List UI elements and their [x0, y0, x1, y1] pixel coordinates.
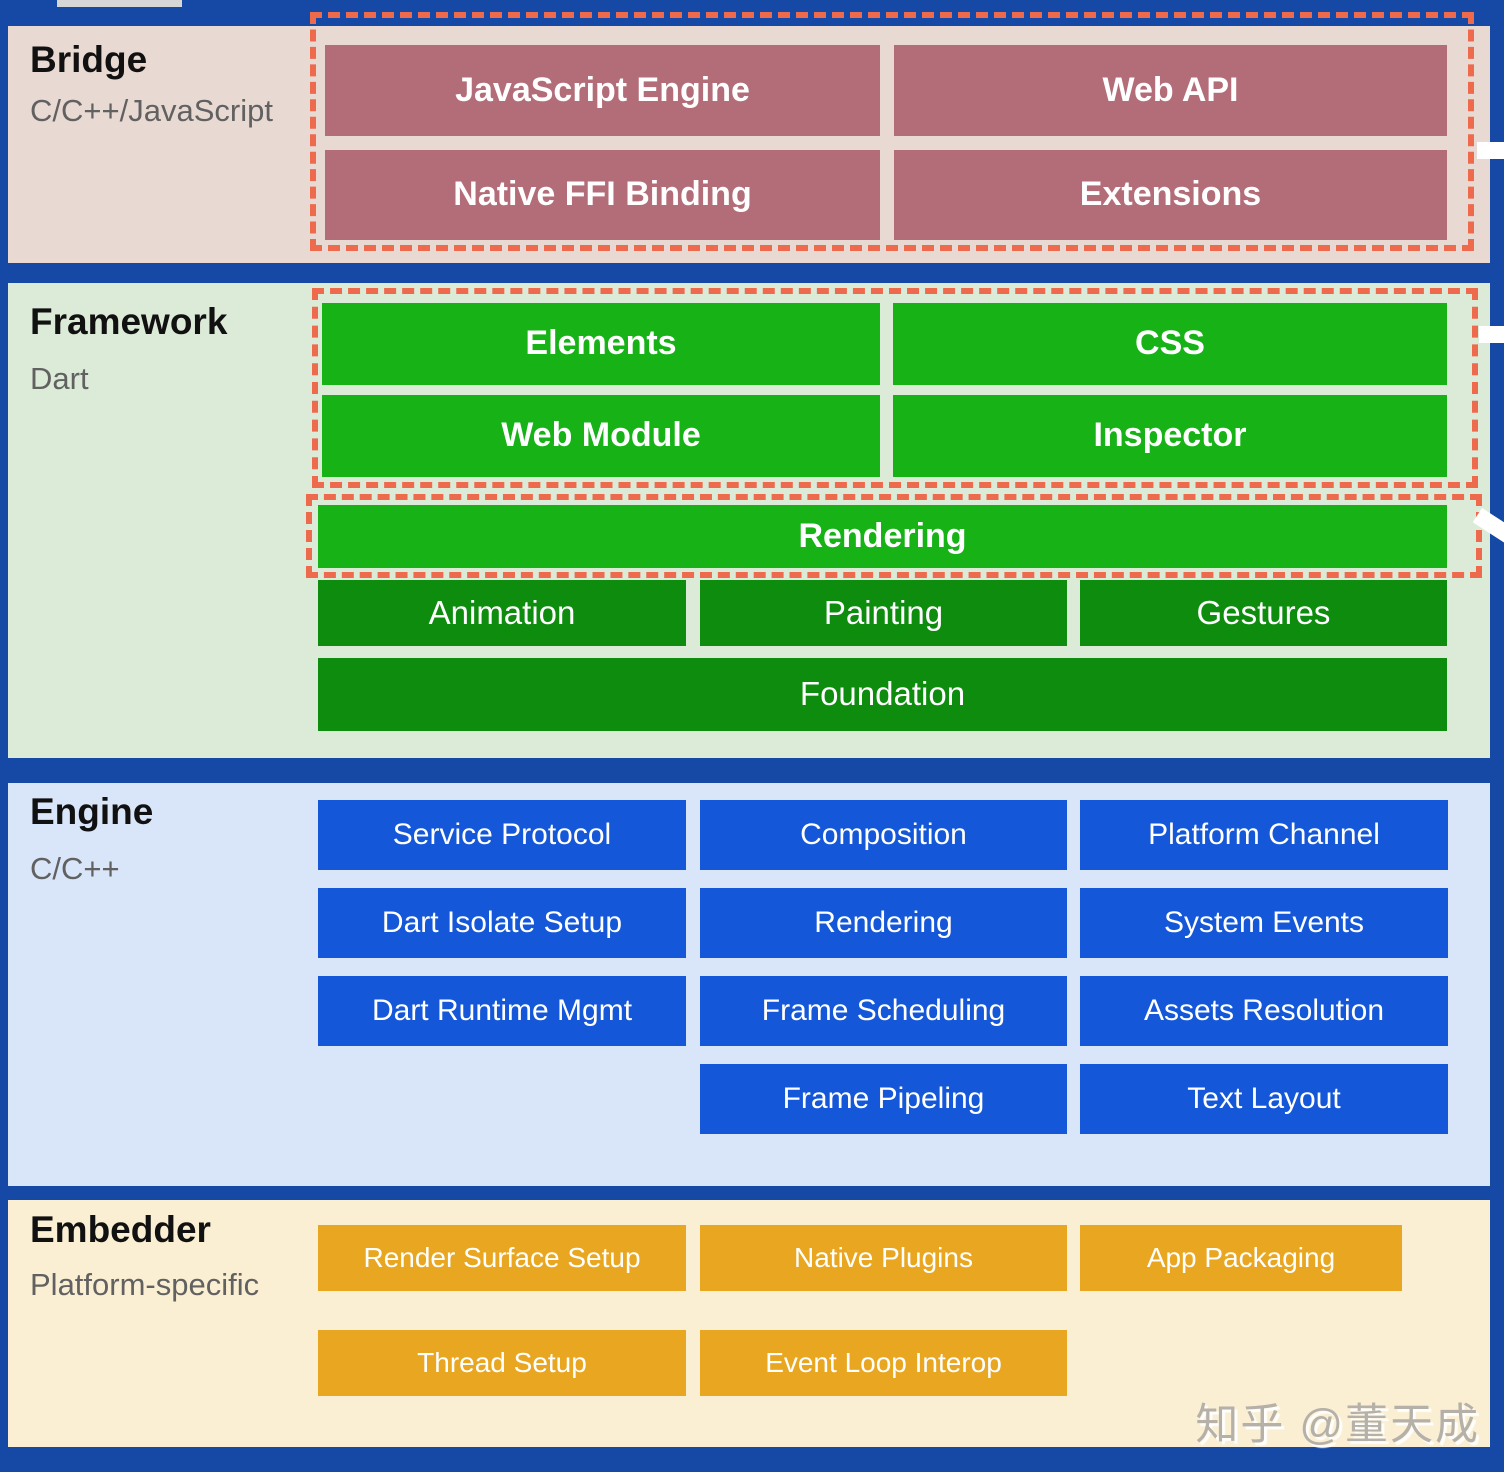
box-text-layout: Text Layout	[1080, 1064, 1448, 1134]
box-system-events: System Events	[1080, 888, 1448, 958]
top-edge-artifact	[57, 0, 182, 7]
box-inspector: Inspector	[893, 395, 1447, 477]
box-assets-resolution: Assets Resolution	[1080, 976, 1448, 1046]
rendering-dashed-group	[306, 494, 1482, 578]
box-css: CSS	[893, 303, 1447, 385]
box-extensions: Extensions	[894, 150, 1447, 240]
engine-title: Engine	[30, 791, 154, 832]
box-gestures: Gestures	[1080, 580, 1447, 646]
bridge-subtitle: C/C++/JavaScript	[30, 93, 273, 128]
embedder-title: Embedder	[30, 1209, 211, 1250]
box-frame-scheduling: Frame Scheduling	[700, 976, 1067, 1046]
engine-subtitle: C/C++	[30, 851, 120, 886]
box-dart-runtime-mgmt: Dart Runtime Mgmt	[318, 976, 686, 1046]
bridge-dashed-group	[310, 12, 1474, 251]
box-web-api: Web API	[894, 45, 1447, 136]
box-native-ffi-binding: Native FFI Binding	[325, 150, 880, 240]
watermark-zhihu: 知乎 @董天成	[1195, 1401, 1480, 1449]
connector-line-bridge	[1477, 142, 1504, 159]
box-event-loop-interop: Event Loop Interop	[700, 1330, 1067, 1396]
embedder-subtitle: Platform-specific	[30, 1267, 260, 1302]
box-service-protocol: Service Protocol	[318, 800, 686, 870]
framework-subtitle: Dart	[30, 361, 89, 396]
box-javascript-engine: JavaScript Engine	[325, 45, 880, 136]
framework-dom-dashed-group	[312, 288, 1478, 488]
box-foundation: Foundation	[318, 658, 1447, 731]
box-frame-pipeling: Frame Pipeling	[700, 1064, 1067, 1134]
box-rendering-engine: Rendering	[700, 888, 1067, 958]
box-render-surface-setup: Render Surface Setup	[318, 1225, 686, 1291]
connector-line-framework	[1479, 326, 1504, 343]
box-elements: Elements	[322, 303, 880, 385]
box-animation: Animation	[318, 580, 686, 646]
box-painting: Painting	[700, 580, 1067, 646]
box-rendering-framework: Rendering	[318, 505, 1447, 568]
box-composition: Composition	[700, 800, 1067, 870]
box-web-module: Web Module	[322, 395, 880, 477]
box-platform-channel: Platform Channel	[1080, 800, 1448, 870]
box-thread-setup: Thread Setup	[318, 1330, 686, 1396]
framework-title: Framework	[30, 301, 228, 342]
box-native-plugins: Native Plugins	[700, 1225, 1067, 1291]
bridge-title: Bridge	[30, 39, 148, 80]
box-app-packaging: App Packaging	[1080, 1225, 1402, 1291]
box-dart-isolate-setup: Dart Isolate Setup	[318, 888, 686, 958]
